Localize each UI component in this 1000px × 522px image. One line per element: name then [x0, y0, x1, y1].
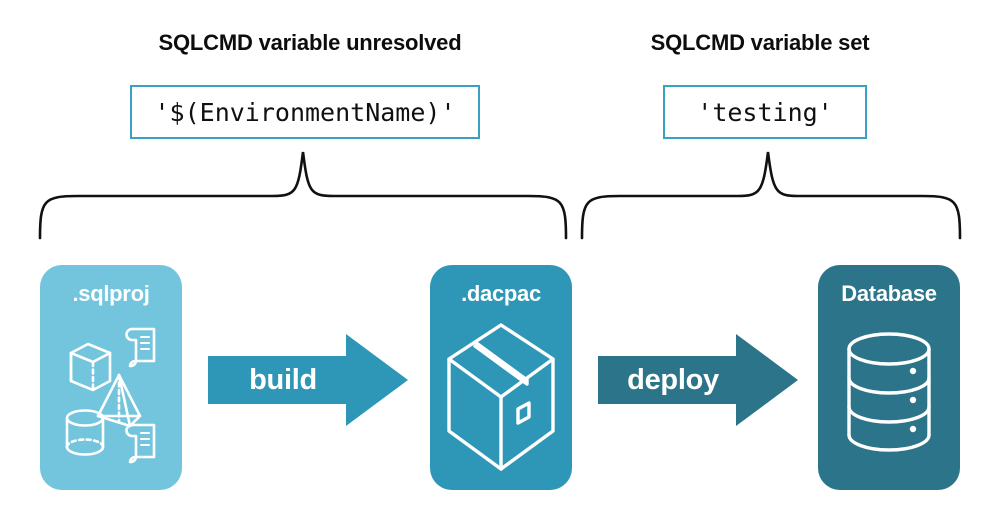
- cylinder-icon: [65, 409, 105, 456]
- script-scroll-icon: [125, 327, 156, 368]
- sqlproj-artwork: [65, 327, 156, 464]
- brace-left-icon: [38, 151, 568, 240]
- brace-right-icon: [580, 151, 962, 240]
- arrow-build: build: [208, 332, 408, 428]
- code-value-box-right: 'testing': [663, 85, 867, 139]
- database-cylinder-icon: [847, 332, 931, 452]
- arrow-right-icon: [598, 334, 798, 426]
- arrow-right-icon: [208, 334, 408, 426]
- arrow-deploy-shape: [598, 334, 798, 426]
- section-title-right: SQLCMD variable set: [650, 30, 870, 55]
- dacpac-artwork: [447, 323, 555, 471]
- database-artwork: [847, 332, 931, 452]
- section-title-left: SQLCMD variable unresolved: [158, 30, 462, 55]
- script-scroll-icon: [125, 423, 156, 464]
- cube-icon: [69, 342, 112, 392]
- stage-box-sqlproj: .sqlproj: [40, 265, 182, 490]
- stage-box-dacpac: .dacpac: [430, 265, 572, 490]
- package-box-icon: [447, 323, 555, 471]
- arrow-deploy: deploy: [598, 332, 798, 428]
- stage-label-sqlproj: .sqlproj: [72, 281, 150, 306]
- code-value-box-left: '$(EnvironmentName)': [130, 85, 480, 139]
- arrow-build-shape: [208, 334, 408, 426]
- stage-label-dacpac: .dacpac: [461, 281, 541, 306]
- stage-box-database: Database: [818, 265, 960, 490]
- stage-label-database: Database: [841, 281, 937, 306]
